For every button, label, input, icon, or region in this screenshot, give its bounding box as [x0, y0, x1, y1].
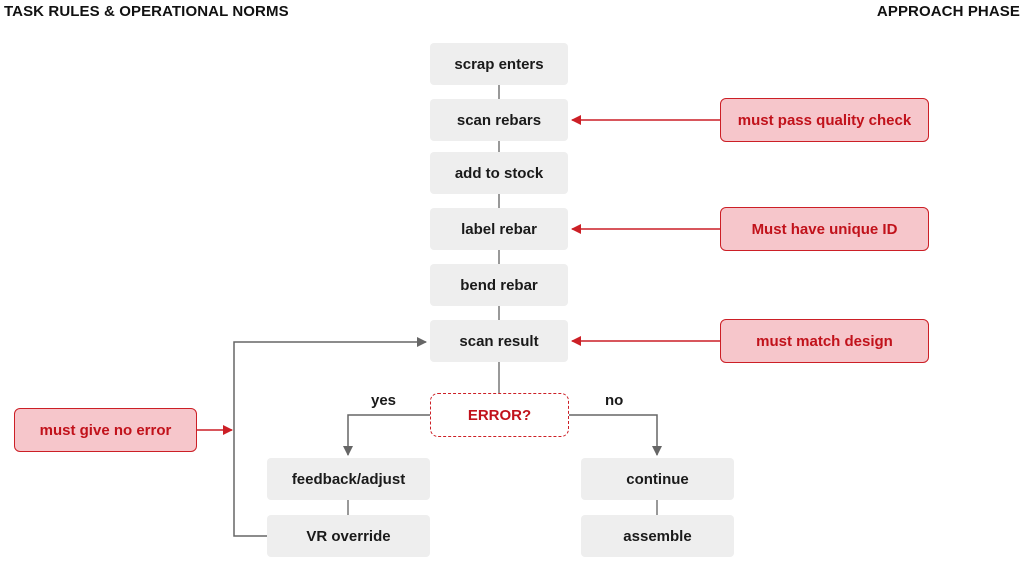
rule-no-error: must give no error — [14, 408, 197, 452]
step-label-rebar: label rebar — [430, 208, 568, 250]
step-vr-override: VR override — [267, 515, 430, 557]
rule-match-design: must match design — [720, 319, 929, 363]
step-scrap-enters: scrap enters — [430, 43, 568, 85]
yes-label: yes — [371, 392, 397, 409]
step-scan-result: scan result — [430, 320, 568, 362]
step-bend-rebar: bend rebar — [430, 264, 568, 306]
phase-title: APPROACH PHASE — [876, 3, 1020, 20]
step-scan-rebars: scan rebars — [430, 99, 568, 141]
step-continue: continue — [581, 458, 734, 500]
connector-yes-branch — [343, 414, 430, 456]
decision-error: ERROR? — [430, 393, 569, 437]
connector-no-branch — [569, 414, 662, 456]
no-label: no — [605, 392, 624, 409]
step-add-to-stock: add to stock — [430, 152, 568, 194]
step-assemble: assemble — [581, 515, 734, 557]
page-title: TASK RULES & OPERATIONAL NORMS — [4, 3, 289, 20]
rule-quality-check: must pass quality check — [720, 98, 929, 142]
rule-unique-id: Must have unique ID — [720, 207, 929, 251]
connector-loop-back — [233, 337, 427, 537]
step-feedback-adjust: feedback/adjust — [267, 458, 430, 500]
